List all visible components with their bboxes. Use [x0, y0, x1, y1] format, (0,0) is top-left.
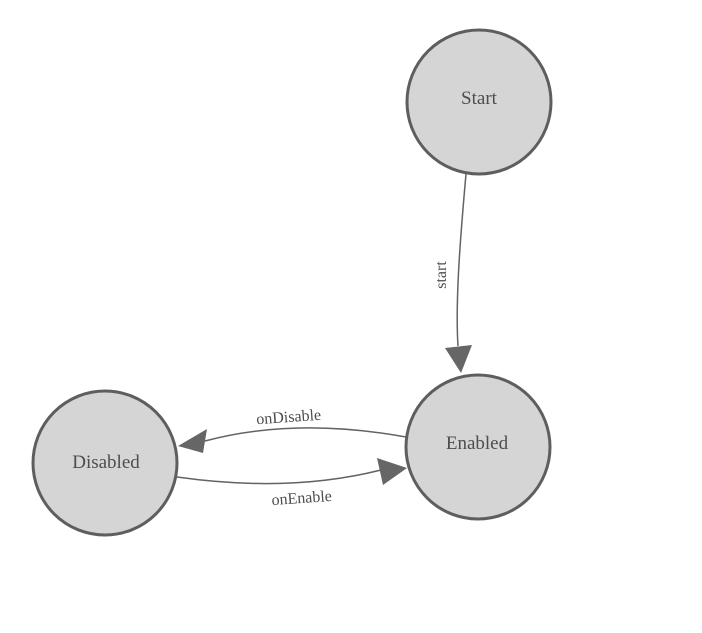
state-node-start-border: [405, 28, 553, 176]
state-node-enabled-circle[interactable]: [406, 375, 550, 519]
arrowhead-into-disabled-right: [178, 429, 207, 453]
edge-disabled-to-enabled-line[interactable]: [176, 469, 382, 485]
edge-label-start: start: [433, 261, 450, 289]
state-node-disabled-circle[interactable]: [33, 391, 177, 535]
arrowhead-into-enabled-top: [445, 345, 472, 373]
edge-enabled-to-disabled-line[interactable]: [204, 427, 407, 442]
state-node-start-circle[interactable]: [407, 30, 551, 174]
edge-disabled-to-enabled[interactable]: onEnable: [176, 458, 407, 509]
edge-enabled-to-disabled[interactable]: onDisable: [178, 407, 407, 453]
state-node-disabled-border: [31, 389, 179, 537]
edge-label-ondisable: onDisable: [256, 407, 322, 428]
state-node-enabled[interactable]: Enabled: [404, 373, 552, 521]
edge-start-to-enabled[interactable]: start: [433, 173, 472, 373]
arrowhead-into-enabled-left: [377, 458, 407, 485]
state-node-start-label: Start: [461, 88, 498, 109]
state-node-start[interactable]: Start: [405, 28, 553, 176]
state-node-enabled-label: Enabled: [446, 433, 509, 454]
state-node-disabled[interactable]: Disabled: [31, 389, 179, 537]
edge-label-onenable: onEnable: [271, 488, 332, 509]
state-node-enabled-border: [404, 373, 552, 521]
edge-start-to-enabled-line[interactable]: [456, 173, 467, 347]
state-node-disabled-label: Disabled: [72, 452, 140, 473]
